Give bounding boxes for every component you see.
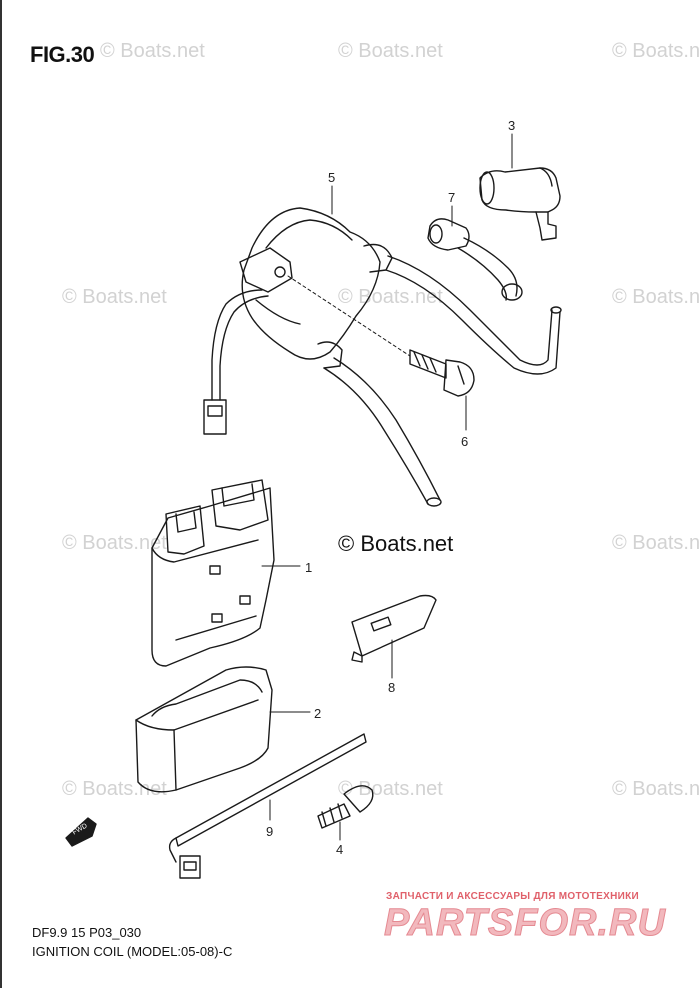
cdi-unit	[151, 479, 275, 667]
watermark: © Boats.net	[100, 40, 205, 62]
ht-lead-right-end	[550, 306, 562, 314]
ignition-coil	[239, 207, 393, 369]
fwd-arrow-icon	[65, 817, 97, 847]
watermark: © Boats.net	[338, 778, 443, 800]
callout-number: 8	[388, 680, 396, 695]
cable-tie	[168, 733, 367, 879]
figure-caption: IGNITION COIL (MODEL:05-08)-C	[32, 944, 233, 959]
watermark: © Boats.net	[612, 778, 699, 800]
primary-connector	[207, 405, 223, 417]
model-code: DF9.9 15 P03_030	[32, 925, 142, 940]
leader-lines	[261, 133, 513, 841]
callout-number: 4	[336, 842, 344, 857]
watermark: © Boats.net	[612, 286, 699, 308]
watermark: © Boats.net	[338, 286, 443, 308]
screw	[317, 785, 374, 829]
watermark: © Boats.net	[62, 286, 167, 308]
callout-number: 3	[508, 118, 516, 133]
watermark: © Boats.net	[612, 40, 699, 62]
callout-number: 7	[448, 190, 456, 205]
watermark: © Boats.net	[612, 532, 699, 554]
watermark: © Boats.net	[62, 778, 167, 800]
left-border	[0, 0, 2, 988]
ht-lead-down	[323, 367, 429, 505]
watermark: © Boats.net	[338, 40, 443, 62]
advert-tagline: ЗАПЧАСТИ И АКСЕССУАРЫ ДЛЯ МОТОТЕХНИКИ	[386, 891, 639, 902]
bolt	[409, 349, 475, 397]
callout-number: 5	[328, 170, 336, 185]
ht-lead-down-end	[426, 497, 442, 507]
ht-lead	[463, 237, 518, 297]
cdi-holder	[135, 666, 273, 793]
clamp	[351, 594, 437, 663]
grommet	[427, 218, 470, 251]
spark-plug-cap	[479, 167, 561, 241]
figure-label: FIG.30	[30, 42, 95, 67]
primary-wire	[219, 295, 269, 401]
ht-lead-right	[385, 269, 561, 375]
ht-lead-end	[501, 283, 523, 301]
callout-number: 6	[461, 434, 469, 449]
advert-logo[interactable]: PARTSFOR.RU	[384, 902, 666, 945]
ht-lead-right	[387, 255, 553, 366]
ht-lead	[457, 247, 508, 301]
ht-lead-down	[333, 357, 441, 501]
primary-connector	[203, 399, 227, 435]
callout-number: 1	[305, 560, 313, 575]
watermark-main: © Boats.net	[338, 531, 454, 556]
callout-number: 2	[314, 706, 322, 721]
watermark: © Boats.net	[62, 532, 167, 554]
alignment-line	[287, 275, 411, 357]
primary-wire	[211, 289, 263, 401]
callout-number: 9	[266, 824, 274, 839]
